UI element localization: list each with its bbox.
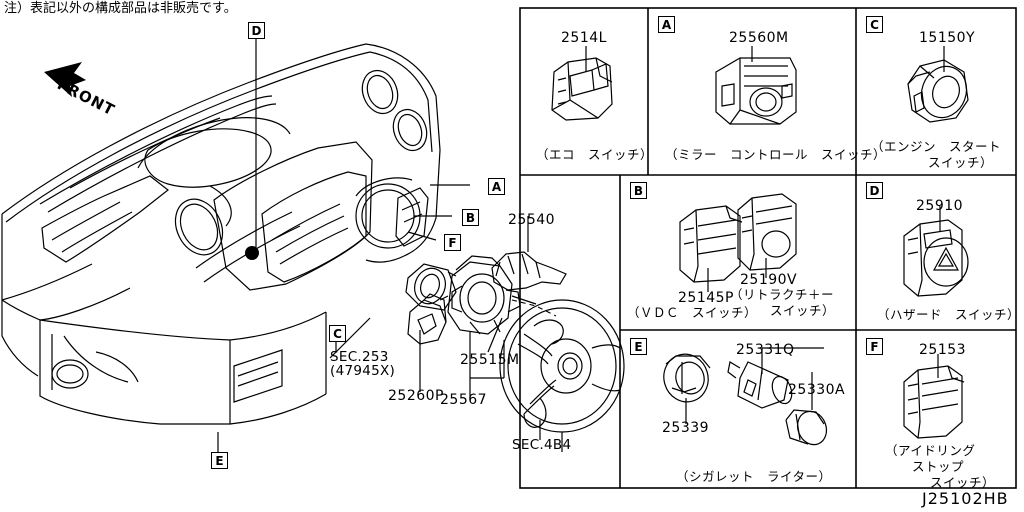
caption-engine-start-switch-2: スイッチ） bbox=[928, 155, 994, 170]
panel-grid bbox=[519, 7, 1017, 489]
cell-letter-f[interactable]: F bbox=[866, 338, 883, 355]
caption-idling-stop-switch: （アイドリング bbox=[885, 443, 976, 458]
part-eco-switch bbox=[551, 46, 613, 121]
part-number-25330a: 25330A bbox=[788, 382, 846, 398]
part-number-25190v: 25190V bbox=[740, 272, 798, 288]
caption-mirror-control-switch: （ミラー コントロール スイッチ） bbox=[665, 147, 887, 162]
part-lighter-body bbox=[727, 347, 824, 409]
part-number-25153: 25153 bbox=[919, 342, 967, 358]
label-25567: 25567 bbox=[440, 392, 488, 408]
part-number-25331q: 25331Q bbox=[736, 342, 795, 358]
label-sec484: SEC.4B4 bbox=[512, 437, 572, 453]
label-25260p: 25260P bbox=[388, 388, 444, 404]
caption-vdc-switch: （ＶＤＣ スイッチ） bbox=[627, 305, 758, 320]
part-retract-switch bbox=[737, 193, 797, 278]
callout-f[interactable]: F bbox=[444, 234, 461, 251]
dashboard-outline bbox=[1, 43, 441, 425]
part-lighter-knob bbox=[785, 372, 828, 446]
cell-letter-a[interactable]: A bbox=[658, 16, 675, 33]
callout-d[interactable]: D bbox=[248, 22, 265, 39]
caption-engine-start-switch: （エンジン スタート bbox=[871, 139, 1002, 154]
cell-letter-b[interactable]: B bbox=[630, 182, 647, 199]
leader-lines bbox=[217, 30, 541, 458]
steering-wheel bbox=[499, 299, 625, 452]
caption-eco-switch: （エコ スイッチ） bbox=[536, 147, 654, 162]
part-number-2514l: 2514L bbox=[561, 30, 607, 46]
caption-idling-stop-switch-3: スイッチ） bbox=[930, 475, 996, 490]
diagram-code: J25102HB bbox=[922, 489, 1009, 508]
caption-retract-switch-2: スイッチ） bbox=[770, 303, 836, 318]
label-sec253: SEC.253 bbox=[330, 349, 389, 365]
part-mirror-control-switch bbox=[715, 46, 797, 125]
label-sec253-sub: (47945X) bbox=[330, 363, 396, 379]
part-number-25910: 25910 bbox=[916, 198, 964, 214]
cell-letter-e[interactable]: E bbox=[630, 338, 647, 355]
front-arrow-icon bbox=[44, 62, 86, 97]
note-text: 注）表記以外の構成部品は非販売です。 bbox=[4, 1, 237, 16]
part-number-15150y: 15150Y bbox=[919, 30, 976, 46]
part-idling-stop-switch bbox=[903, 354, 965, 439]
part-vdc-switch bbox=[679, 205, 743, 292]
callout-e[interactable]: E bbox=[211, 452, 228, 469]
part-number-25339: 25339 bbox=[662, 420, 710, 436]
label-25515m: 25515M bbox=[460, 352, 520, 368]
callout-b[interactable]: B bbox=[462, 209, 479, 226]
part-number-25560m: 25560M bbox=[729, 30, 789, 46]
caption-hazard-switch: （ハザード スイッチ） bbox=[877, 307, 1021, 322]
part-number-25145p: 25145P bbox=[678, 290, 734, 306]
part-engine-start-switch bbox=[907, 46, 969, 123]
part-lighter-socket bbox=[663, 353, 711, 424]
caption-cigarette-lighter: （シガレット ライター） bbox=[676, 469, 832, 484]
caption-retract-switch: （リトラクチ＋ー bbox=[730, 287, 835, 302]
callout-c[interactable]: C bbox=[329, 325, 346, 342]
part-hazard-switch bbox=[903, 206, 969, 297]
cell-letter-d[interactable]: D bbox=[866, 182, 883, 199]
callout-a[interactable]: A bbox=[488, 178, 505, 195]
caption-idling-stop-switch-2: ストップ bbox=[912, 459, 965, 474]
label-25540: 25540 bbox=[508, 212, 556, 228]
cell-letter-c[interactable]: C bbox=[866, 16, 883, 33]
